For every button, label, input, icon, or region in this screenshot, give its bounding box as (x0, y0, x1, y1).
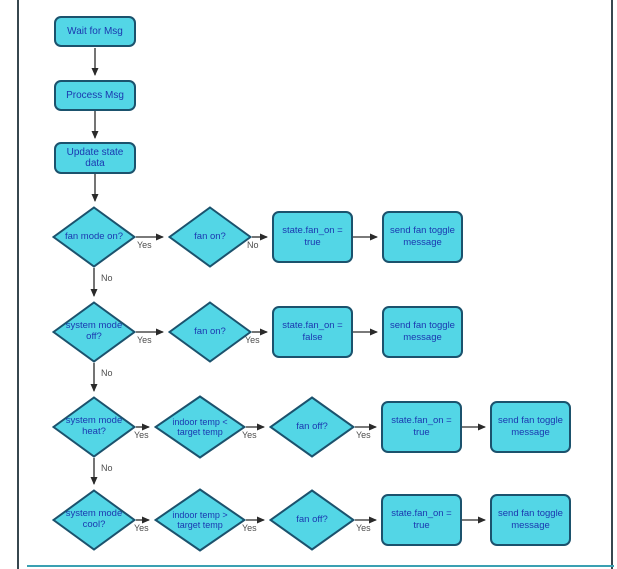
diamond-shape (52, 301, 136, 363)
action-r1-send-fan-toggle: send fan toggle message (382, 211, 463, 263)
decision-label: fan mode on? (64, 230, 124, 242)
decision-r1-fan-on: fan on? (168, 206, 252, 268)
decision-indoor-above-target: indoor temp > target temp (154, 488, 246, 552)
decision-fan-mode-on: fan mode on? (52, 206, 136, 268)
edge-label-yes: Yes (245, 335, 260, 345)
edge-label-yes: Yes (137, 240, 152, 250)
decision-r3-fan-off: fan off? (269, 396, 355, 458)
diamond-shape (269, 396, 355, 458)
decision-system-mode-off: system mode off? (52, 301, 136, 363)
diamond-shape (154, 395, 246, 459)
decision-label: system mode off? (65, 320, 123, 342)
process-process-msg: Process Msg (54, 80, 136, 111)
diamond-shape (168, 301, 252, 363)
diamond-shape (52, 396, 136, 458)
edge-label-no: No (101, 368, 113, 378)
edge-label-yes: Yes (242, 523, 257, 533)
left-frame-border (17, 0, 19, 569)
edge-label-yes: Yes (356, 430, 371, 440)
action-r1-set-fan-on-true: state.fan_on = true (272, 211, 353, 263)
edge-label-yes: Yes (134, 430, 149, 440)
decision-r4-fan-off: fan off? (269, 489, 355, 551)
decision-label: indoor temp > target temp (172, 509, 228, 530)
edge-label-yes: Yes (134, 523, 149, 533)
edge-label-yes: Yes (242, 430, 257, 440)
action-r4-send-fan-toggle: send fan toggle message (490, 494, 571, 546)
edge-label-no: No (101, 463, 113, 473)
decision-indoor-below-target: indoor temp < target temp (154, 395, 246, 459)
action-r3-set-fan-on-true: state.fan_on = true (381, 401, 462, 453)
action-r3-send-fan-toggle: send fan toggle message (490, 401, 571, 453)
decision-system-mode-cool: system mode cool? (52, 489, 136, 551)
edge-label-no: No (247, 240, 259, 250)
diamond-shape (52, 489, 136, 551)
process-update-state-data: Update state data (54, 142, 136, 174)
edge-label-no: No (101, 273, 113, 283)
decision-label: system mode cool? (65, 508, 123, 530)
right-frame-border (611, 0, 613, 569)
decision-label: fan on? (194, 325, 226, 337)
action-r4-set-fan-on-true: state.fan_on = true (381, 494, 462, 546)
action-r2-send-fan-toggle: send fan toggle message (382, 306, 463, 358)
decision-label: fan off? (296, 513, 328, 525)
decision-label: fan off? (296, 420, 328, 432)
edge-label-yes: Yes (137, 335, 152, 345)
process-wait-for-msg: Wait for Msg (54, 16, 136, 47)
decision-label: fan on? (194, 230, 226, 242)
diamond-shape (269, 489, 355, 551)
diamond-shape (52, 206, 136, 268)
decision-r2-fan-on: fan on? (168, 301, 252, 363)
decision-label: system mode heat? (65, 415, 123, 437)
diamond-shape (168, 206, 252, 268)
edge-label-yes: Yes (356, 523, 371, 533)
bottom-divider-rule (27, 565, 614, 567)
action-r2-set-fan-on-false: state.fan_on = false (272, 306, 353, 358)
decision-label: indoor temp < target temp (172, 416, 228, 437)
decision-system-mode-heat: system mode heat? (52, 396, 136, 458)
diamond-shape (154, 488, 246, 552)
